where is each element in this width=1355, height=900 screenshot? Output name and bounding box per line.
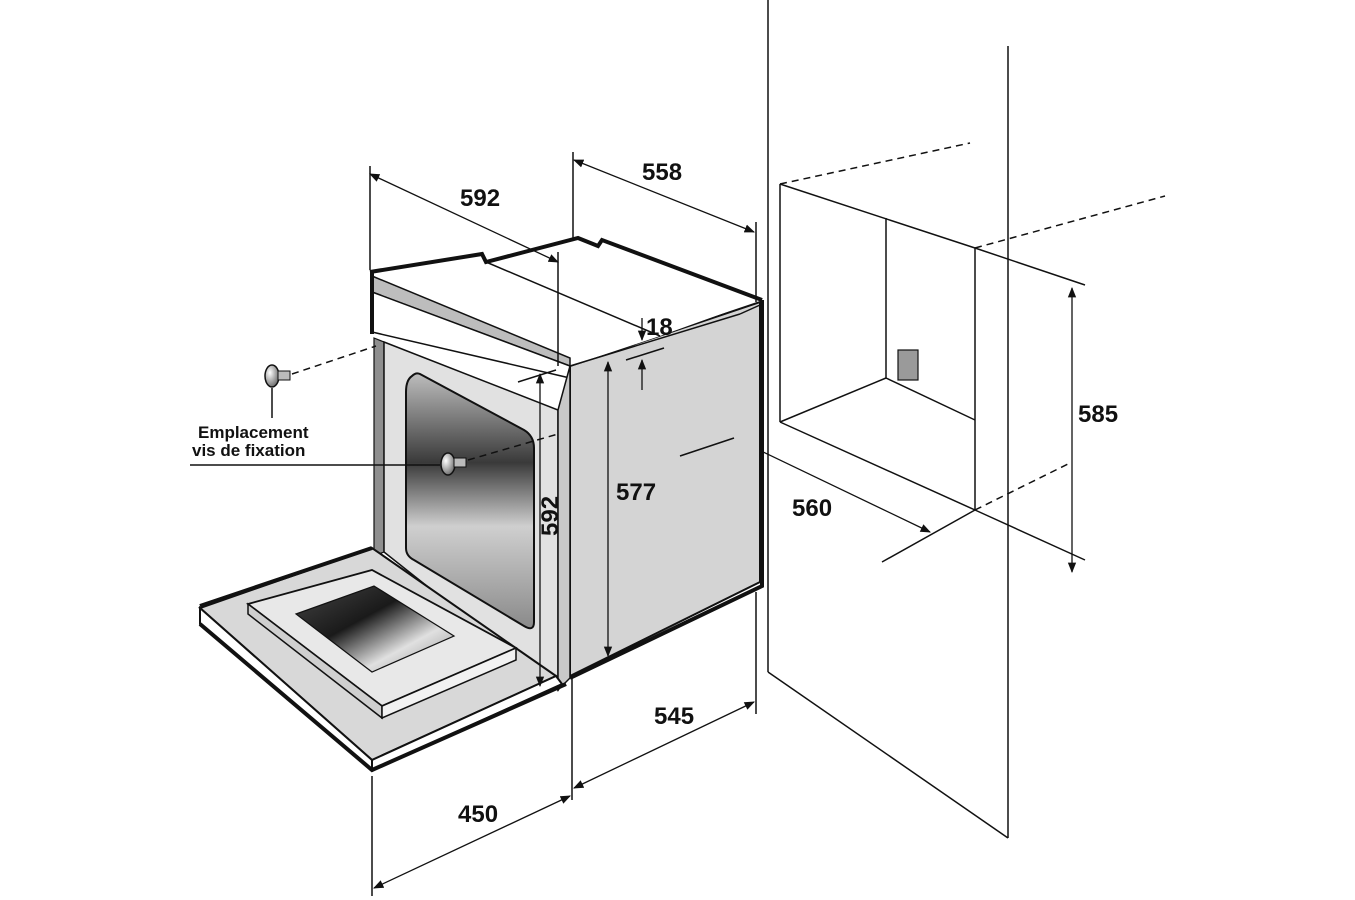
screw-icon (440, 452, 456, 476)
wall-niche (733, 0, 1166, 839)
screw-icon (264, 364, 280, 388)
dim-door-depth: 450 (458, 801, 498, 828)
dim-top-thickness: 18 (646, 314, 673, 341)
dim-bottom-depth: 545 (654, 703, 694, 730)
oven-body (198, 235, 764, 773)
dim-front-height: 592 (537, 496, 564, 536)
fixing-note-line1: Emplacement (198, 423, 309, 442)
fixing-note-line2: vis de fixation (192, 441, 305, 460)
dim-top-depth: 558 (642, 159, 682, 186)
dim-side-height: 577 (616, 479, 656, 506)
dim-niche-depth: 560 (792, 495, 832, 522)
dim-top-width: 592 (460, 185, 500, 212)
dim-niche-height: 585 (1078, 401, 1118, 428)
dimension-lines (369, 152, 757, 896)
socket-box (897, 349, 919, 381)
fixing-screws (190, 345, 559, 476)
